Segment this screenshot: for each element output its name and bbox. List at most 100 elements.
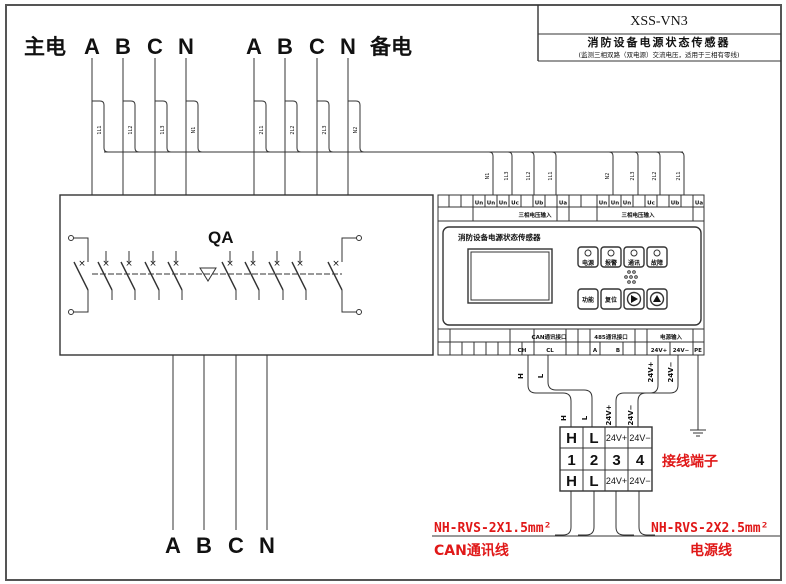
indicator-0 — [577, 246, 599, 268]
wire-tag: N1 — [191, 127, 197, 134]
wire-tag: 2L2 — [290, 125, 296, 134]
terminal-ua: Ua — [559, 201, 567, 207]
power-plus-wire — [615, 355, 659, 427]
terminal-top-3: 24V+ — [606, 433, 627, 443]
indicator-2 — [623, 246, 645, 268]
backup-power-label: 备电 — [369, 35, 412, 59]
right-arrow-icon — [631, 295, 638, 303]
led-icon — [584, 249, 592, 257]
interlock-triangle-icon — [199, 267, 217, 282]
terminal-number-1: 1 — [567, 452, 575, 469]
wire-tag: 2L2 — [652, 171, 658, 180]
qa-label: QA — [208, 228, 234, 247]
switch-contact — [167, 261, 183, 291]
indicator-1 — [600, 246, 622, 268]
indicator-label: 报警 — [605, 259, 617, 267]
terminal-un: Un — [623, 201, 631, 207]
backup-phase-b: B — [277, 34, 293, 59]
device-button-label: 复位 — [604, 296, 617, 304]
can-cable-name: CAN通讯线 — [434, 542, 509, 559]
main-phase-c: C — [147, 34, 163, 59]
right-button[interactable] — [623, 288, 645, 310]
title-block: XSS-VN3 消防设备电源状态传感器 (监测三相双路（双电源）交流电压，适用于… — [537, 5, 781, 62]
main-phase-n: N — [178, 34, 194, 59]
drop-wire — [524, 151, 535, 195]
power-minus-wire — [637, 355, 679, 427]
switch-contact — [144, 261, 160, 291]
up-button[interactable] — [646, 288, 668, 310]
indicator-leds: 电源报警通讯故障 — [577, 246, 668, 268]
voltage-input-label-1: 三相电压输入 — [518, 211, 552, 219]
power-cable-minus — [638, 491, 655, 536]
device-button-0[interactable] — [577, 288, 599, 310]
switch-contact — [291, 261, 307, 291]
svg-text:×: × — [172, 259, 180, 269]
wire-tag: 2L3 — [630, 171, 636, 180]
terminal-block-label: 接线端子 — [662, 453, 718, 470]
qa-box — [59, 194, 434, 356]
drop-wire — [502, 151, 513, 195]
tap-wire-n1 — [186, 100, 203, 153]
backup-phase-c: C — [309, 34, 325, 59]
wire-label: 24V+ — [605, 404, 613, 425]
terminal-pe: PE — [694, 348, 702, 354]
main-power-label: 主电 — [24, 35, 66, 59]
wire-label: 24V− — [627, 404, 635, 425]
device-buttons: 功能 复位 — [577, 288, 668, 310]
svg-text:×: × — [78, 259, 86, 269]
terminal-number-2: 2 — [590, 452, 598, 469]
device-button-label: 功能 — [582, 296, 594, 304]
device-button-1[interactable] — [600, 288, 622, 310]
wire-label: L — [581, 415, 589, 420]
lcd-display — [467, 248, 553, 304]
indicator-label: 通讯 — [628, 259, 640, 267]
terminal-cl: CL — [546, 348, 554, 354]
qa-transfer-switch: QA ×××××××××× — [59, 194, 434, 356]
terminal-top-4: 24V− — [629, 433, 650, 443]
wire-label: 24V+ — [647, 361, 655, 382]
drop-wire — [546, 151, 557, 195]
switch-contact — [268, 261, 284, 291]
wire-tag: 2L1 — [259, 125, 265, 134]
output-phase-b: B — [196, 533, 212, 558]
incoming-lines — [91, 58, 349, 195]
drop-wire — [674, 151, 685, 195]
up-arrow-icon — [653, 295, 661, 302]
drop-wire — [483, 151, 494, 195]
terminal-un: Un — [475, 201, 483, 207]
terminal-ub: Ub — [535, 201, 543, 207]
device-panel-title: 消防设备电源状态传感器 — [458, 232, 541, 242]
svg-text:×: × — [149, 259, 157, 269]
device-front-panel — [442, 226, 702, 326]
terminal-ua: Ua — [695, 201, 703, 207]
terminal-485b: B — [616, 348, 620, 354]
terminal-uc: Uc — [647, 201, 655, 207]
terminal-top-2: L — [589, 430, 598, 447]
terminal-bottom-3: 24V+ — [606, 476, 627, 486]
terminal-bottom-2: L — [589, 473, 598, 490]
wire-label: 24V− — [667, 361, 675, 382]
terminal-number-4: 4 — [636, 452, 645, 469]
indicator-label: 电源 — [582, 259, 594, 267]
tap-wire-n2 — [348, 100, 365, 153]
terminal-bottom-1: H — [566, 473, 577, 490]
switch-contact — [73, 261, 89, 291]
terminal-un: Un — [611, 201, 619, 207]
svg-text:×: × — [226, 259, 234, 269]
can-l-wire — [547, 355, 593, 427]
wire-label: L — [537, 373, 545, 378]
power-cable-plus — [615, 491, 634, 536]
can-interface-label: CAN通讯接口 — [532, 333, 567, 341]
drop-wire — [628, 151, 639, 195]
wire-tag: 2L3 — [322, 125, 328, 134]
terminal-un: Un — [487, 201, 495, 207]
rs485-interface-label: 485通讯接口 — [594, 333, 627, 341]
wire-tag: N2 — [605, 173, 611, 180]
voltage-input-label-2: 三相电压输入 — [621, 211, 655, 219]
